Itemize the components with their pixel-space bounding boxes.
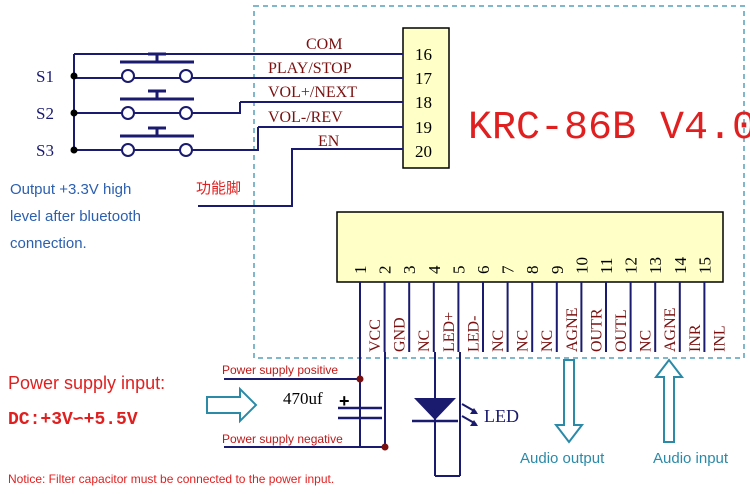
audio-input-arrow [653,358,685,443]
top-pin-number: 20 [415,142,432,161]
bottom-pin-number: 5 [449,266,468,275]
led-label: LED [484,406,519,426]
bottom-pin-number: 13 [646,257,665,274]
bottom-pin-signal: AGNE [662,308,679,352]
module-outline [253,5,745,359]
top-pin-signal: VOL-/REV [268,109,343,126]
bottom-connector-block [336,211,724,283]
bottom-pin-signal: INR [687,324,704,352]
top-pin-signal: VOL+/NEXT [268,84,357,101]
bottom-pin-signal: LED+ [441,312,458,352]
vol-down-bus [74,127,259,151]
bottom-pin-number: 4 [425,265,444,274]
bottom-pin-number: 10 [572,257,591,274]
bottom-pin-number: 1 [351,266,370,275]
bottom-pin-number: 12 [622,257,641,274]
top-pin-signal: EN [318,133,340,150]
switch-contact-right [179,143,193,157]
top-pin-number: 16 [415,45,432,64]
switch-label: S1 [36,67,54,86]
bottom-pin-signal: NC [416,330,433,352]
bottom-pin-signal: OUTL [613,309,630,352]
bottom-pin-number: 14 [671,257,690,275]
audio-output-label: Audio output [520,450,605,467]
en-note-line-1: Output +3.3V high [10,181,131,198]
switch-node-dot [70,146,78,154]
switch-contact-right [179,106,193,120]
top-connector-wires [73,53,403,151]
function-pin-label: 功能脚 [196,179,241,197]
power-input-title: Power supply input: [8,373,165,393]
power-voltage-range: DC:+3V∽+5.5V [8,410,138,430]
capacitor-symbol [338,406,382,420]
power-wiring [224,352,386,448]
switch-label: S2 [36,104,54,123]
top-pin-number: 18 [415,93,432,112]
module-title: KRC-86B V4.0 [468,106,750,151]
bottom-pin-number: 7 [499,265,518,274]
capacitor-value: 470uf [283,389,323,408]
switch-node-dot [70,72,78,80]
en-function-wire [198,148,403,207]
top-pin-signal: PLAY/STOP [268,60,352,77]
switch-contact-left [121,143,135,157]
top-pin-number: 17 [415,69,433,88]
audio-input-label: Audio input [653,450,729,467]
power-input-arrow [206,386,258,424]
negative-node-dot [381,443,389,451]
bottom-pin-signal: AGNE [564,308,581,352]
bottom-pin-number: 6 [474,266,493,275]
bottom-pin-number: 3 [400,266,419,275]
bottom-pin-signal: OUTR [588,308,605,352]
bottom-pin-signal: NC [638,330,655,352]
bottom-pin-number: 8 [523,266,542,275]
bottom-pin-number: 11 [597,258,616,274]
bottom-pin-signal: GND [392,317,409,352]
bottom-pin-signal: INL [711,325,728,352]
bottom-pin-number: 9 [548,266,567,275]
switch-contact-right [179,69,193,83]
positive-node-dot [356,375,364,383]
capacitor-plus-sign: + [339,391,350,411]
vol-up-bus [74,102,241,114]
bottom-pin-signal: VCC [367,319,384,352]
power-negative-label: Power supply negative [222,432,343,446]
notice-text: Notice: Filter capacitor must be connect… [8,472,334,486]
bottom-pin-number: 15 [695,257,714,274]
audio-output-arrow [553,359,585,444]
bottom-pin-signal: NC [490,330,507,352]
bottom-pin-signal: LED- [465,316,482,352]
switch-contact-left [121,69,135,83]
top-connector-pins: 16 COM 17 PLAY/STOP 18 VOL+/NEXT 19 VOL-/REV 20 E… [268,36,433,161]
switch-contact-left [121,106,135,120]
bottom-pin-number: 2 [376,266,395,275]
power-positive-label: Power supply positive [222,363,338,377]
top-pin-number: 19 [415,118,432,137]
switch-label: S3 [36,141,54,160]
top-connector-block [402,27,450,169]
en-note-line-2: level after bluetooth [10,208,141,225]
switch-node-dot [70,109,78,117]
bottom-pin-signal: NC [539,330,556,352]
led-symbol [412,352,478,477]
bottom-pin-signal: NC [515,330,532,352]
top-pin-signal: COM [306,36,342,53]
en-note-line-3: connection. [10,235,87,252]
